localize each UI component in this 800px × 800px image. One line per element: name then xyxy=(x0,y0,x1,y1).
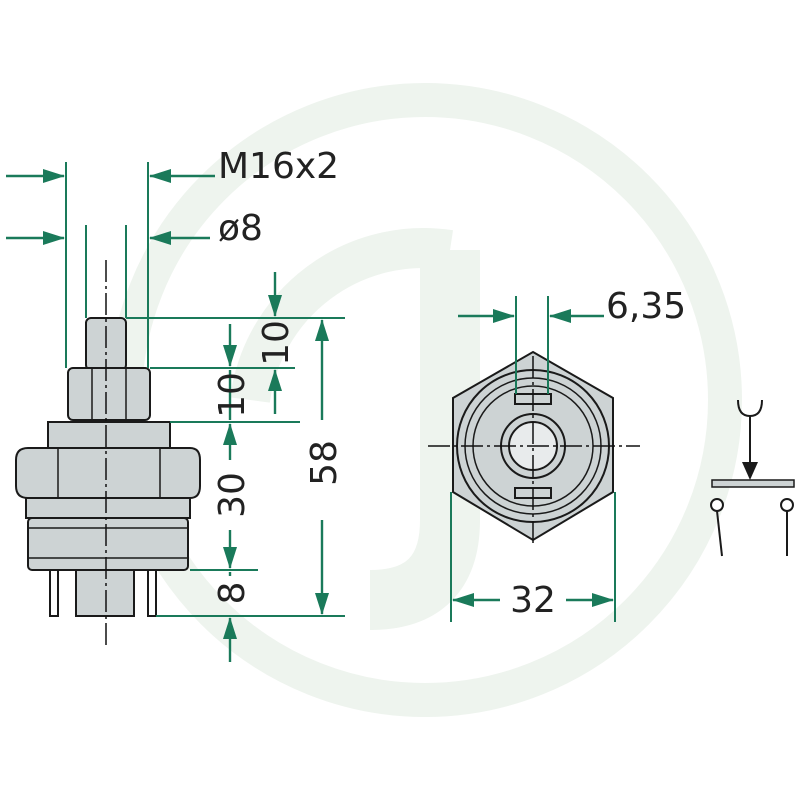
terminal-width-label: 6,35 xyxy=(606,286,686,327)
diameter-label: ø8 xyxy=(218,208,263,249)
diameter-dimension: ø8 xyxy=(6,208,263,318)
vertical-dimensions: 10 10 30 8 58 xyxy=(126,272,345,662)
switch-bottom-view xyxy=(428,350,640,544)
switch-symbol-icon xyxy=(710,399,795,557)
terminal-length-label: 8 xyxy=(212,582,253,605)
total-height-label: 58 xyxy=(304,440,345,486)
thread-label: M16x2 xyxy=(218,146,339,187)
switch-side-view xyxy=(15,260,201,645)
nut-height-label: 10 xyxy=(212,372,253,418)
top-pin-label: 10 xyxy=(256,320,297,366)
body-height-label: 30 xyxy=(212,472,253,518)
thread-dimension: M16x2 xyxy=(6,146,339,368)
terminal-width-dimension: 6,35 xyxy=(458,286,686,394)
hex-width-dimension: 32 xyxy=(450,492,616,622)
hex-width-label: 32 xyxy=(510,580,556,621)
